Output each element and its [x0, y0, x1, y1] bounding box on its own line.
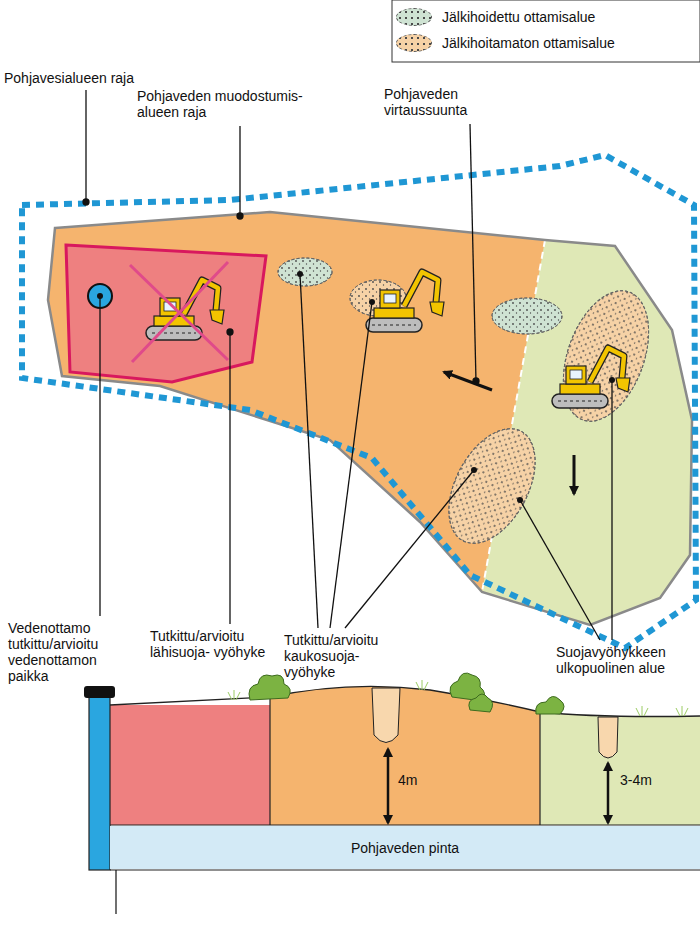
- boundary-label: Pohjavesialueen raja: [4, 70, 134, 86]
- intake-label: Vedenottamo tutkittu/arvioitu vedenottam…: [8, 620, 133, 684]
- zone-label: Tutkittu/arvioitu lähisuoja- vyöhyke: [150, 628, 275, 660]
- water-table-band: Pohjaveden pinta: [110, 826, 700, 869]
- legend-swatch: [396, 8, 432, 26]
- legend-text: Jälkihoidettu ottamisalue: [442, 9, 595, 25]
- flow-label: Pohjaveden virtaussuunta: [384, 86, 489, 118]
- legend-row: Jälkihoitamaton ottamisalue: [396, 30, 615, 56]
- legend: Jälkihoidettu ottamisalueJälkihoitamaton…: [396, 4, 615, 56]
- legend-row: Jälkihoidettu ottamisalue: [396, 4, 615, 30]
- legend-text: Jälkihoitamaton ottamisalue: [442, 35, 615, 51]
- zone-label: Suojavyöhykkeen ulkopuolinen alue: [556, 644, 696, 676]
- zone-label: Tutkittu/arvioitu kaukosuoja- vyöhyke: [284, 632, 409, 680]
- boundary-label: Pohjaveden muodostumis- alueen raja: [137, 88, 312, 120]
- band-text: Pohjaveden pinta: [351, 840, 459, 856]
- dimension-label: 4m: [398, 772, 417, 788]
- legend-swatch: [396, 34, 432, 52]
- dimension-label: 3-4m: [620, 772, 652, 788]
